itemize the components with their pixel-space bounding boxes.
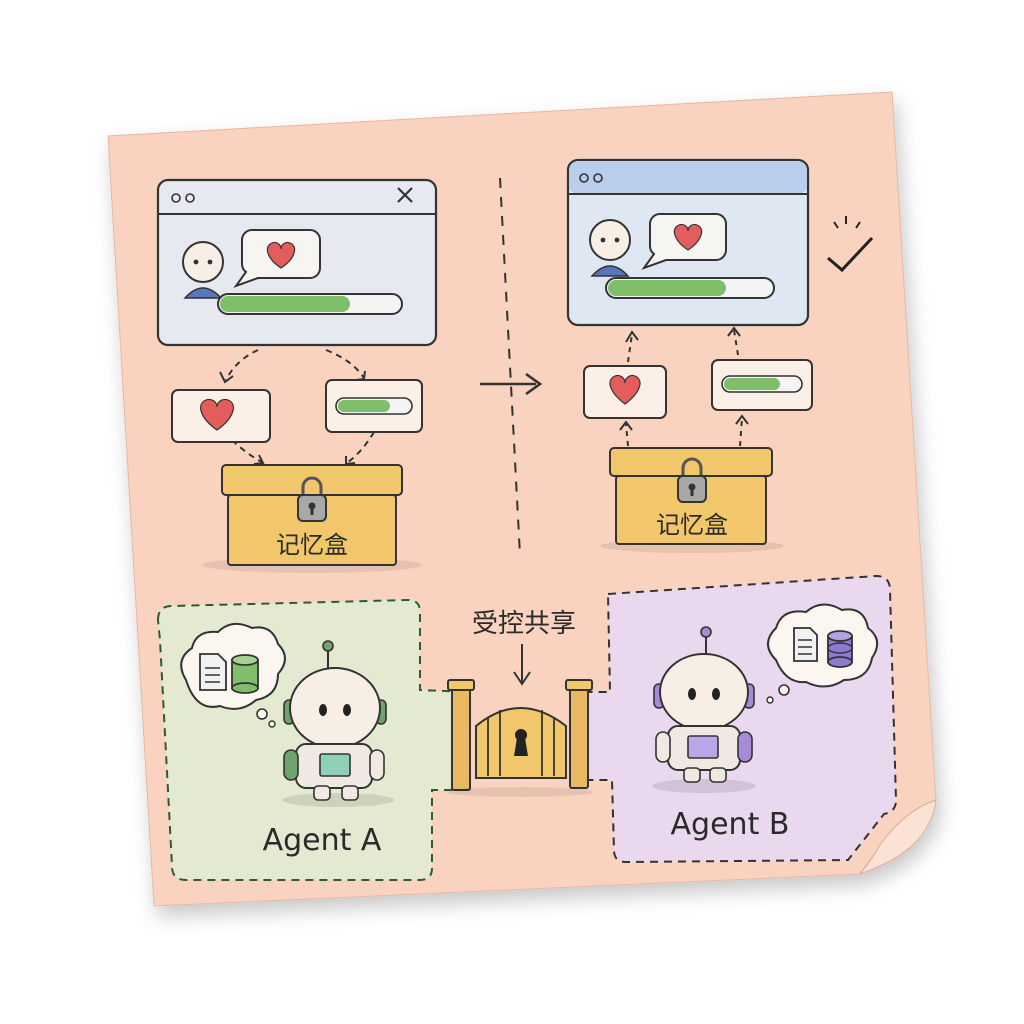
speech-bubble-heart bbox=[641, 213, 727, 271]
left-app-window bbox=[156, 178, 438, 347]
gate: 受控共享 bbox=[446, 609, 594, 797]
curled-corner bbox=[858, 799, 937, 876]
memory-box-label: 记忆盒 bbox=[276, 531, 348, 559]
checkmark-icon bbox=[827, 216, 874, 273]
heart-icon bbox=[609, 374, 641, 405]
database-icon bbox=[827, 630, 853, 668]
agent-a-robot bbox=[282, 640, 394, 807]
heart-icon bbox=[673, 223, 703, 251]
progress-bar bbox=[605, 277, 775, 299]
close-icon bbox=[397, 187, 413, 203]
left-panel: 记忆盒 bbox=[156, 178, 438, 573]
progress-card bbox=[325, 379, 423, 433]
lock-icon bbox=[677, 457, 707, 503]
user-avatar bbox=[589, 219, 631, 277]
memory-box-left: 记忆盒 bbox=[202, 464, 422, 573]
agent-b-label: Agent B bbox=[671, 807, 790, 842]
agent-b-robot bbox=[652, 626, 756, 793]
progress-card bbox=[711, 359, 813, 411]
window-dot-icon bbox=[579, 173, 589, 183]
document-icon bbox=[793, 627, 818, 662]
divider bbox=[499, 177, 521, 556]
heart-icon bbox=[200, 398, 234, 431]
agent-b-thought-bubble bbox=[766, 603, 879, 704]
window-dot-icon bbox=[593, 173, 603, 183]
heart-card bbox=[583, 365, 667, 419]
agent-a-label: Agent A bbox=[263, 823, 382, 858]
dashed-arrows-right bbox=[625, 329, 743, 447]
user-avatar bbox=[182, 241, 224, 299]
right-panel: 记忆盒 bbox=[566, 158, 874, 553]
transition-arrow bbox=[480, 372, 543, 396]
database-icon bbox=[231, 654, 259, 694]
memory-box-label: 记忆盒 bbox=[656, 511, 728, 539]
progress-bar bbox=[217, 293, 403, 315]
window-dot-icon bbox=[185, 193, 195, 203]
window-dot-icon bbox=[171, 193, 181, 203]
heart-card bbox=[171, 389, 271, 443]
memory-box-right: 记忆盒 bbox=[600, 447, 784, 553]
right-app-window bbox=[566, 158, 810, 327]
keyhole-icon bbox=[514, 729, 528, 756]
heart-icon bbox=[266, 241, 296, 269]
down-arrow-icon bbox=[513, 644, 531, 686]
gate-label: 受控共享 bbox=[472, 609, 576, 639]
speech-bubble-heart bbox=[233, 229, 321, 289]
agent-a-thought-bubble bbox=[180, 622, 286, 728]
document-icon bbox=[199, 653, 227, 691]
lock-icon bbox=[297, 476, 327, 522]
